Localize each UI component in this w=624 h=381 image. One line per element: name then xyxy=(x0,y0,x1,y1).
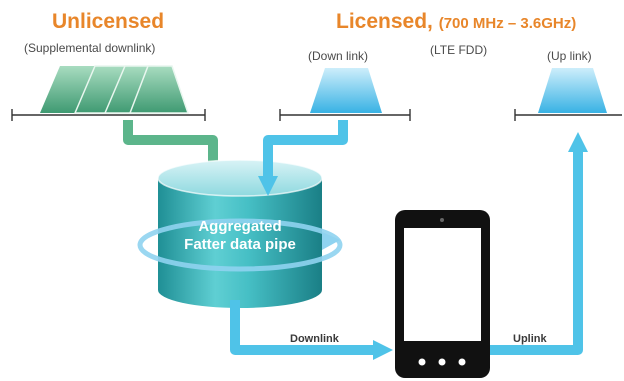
unlicensed-band xyxy=(11,65,206,121)
down-link-label: (Down link) xyxy=(308,49,369,63)
licensed-downlink-band xyxy=(279,68,411,121)
pipe-label: Aggregated Fatter data pipe xyxy=(165,218,315,254)
up-link-label: (Up link) xyxy=(547,49,592,63)
downlink-label: Downlink xyxy=(290,333,339,345)
pipe-label-line2: Fatter data pipe xyxy=(184,236,296,253)
licensed-uplink-band xyxy=(514,68,622,121)
licensed-down-arrow xyxy=(258,120,348,196)
licensed-title-text: Licensed, xyxy=(336,10,433,33)
licensed-title: Licensed, (700 MHz – 3.6GHz) xyxy=(336,10,576,34)
uplink-label: Uplink xyxy=(513,333,547,345)
downlink-arrow xyxy=(230,300,393,360)
smartphone-icon xyxy=(395,210,490,378)
aggregated-pipe-cylinder xyxy=(137,159,343,308)
pipe-label-line1: Aggregated xyxy=(198,218,282,235)
licensed-range: (700 MHz – 3.6GHz) xyxy=(438,15,577,32)
unlicensed-subtitle: (Supplemental downlink) xyxy=(24,41,156,55)
unlicensed-title: Unlicensed xyxy=(52,10,165,33)
uplink-arrow xyxy=(488,132,588,355)
lte-fdd-label: (LTE FDD) xyxy=(430,43,488,57)
